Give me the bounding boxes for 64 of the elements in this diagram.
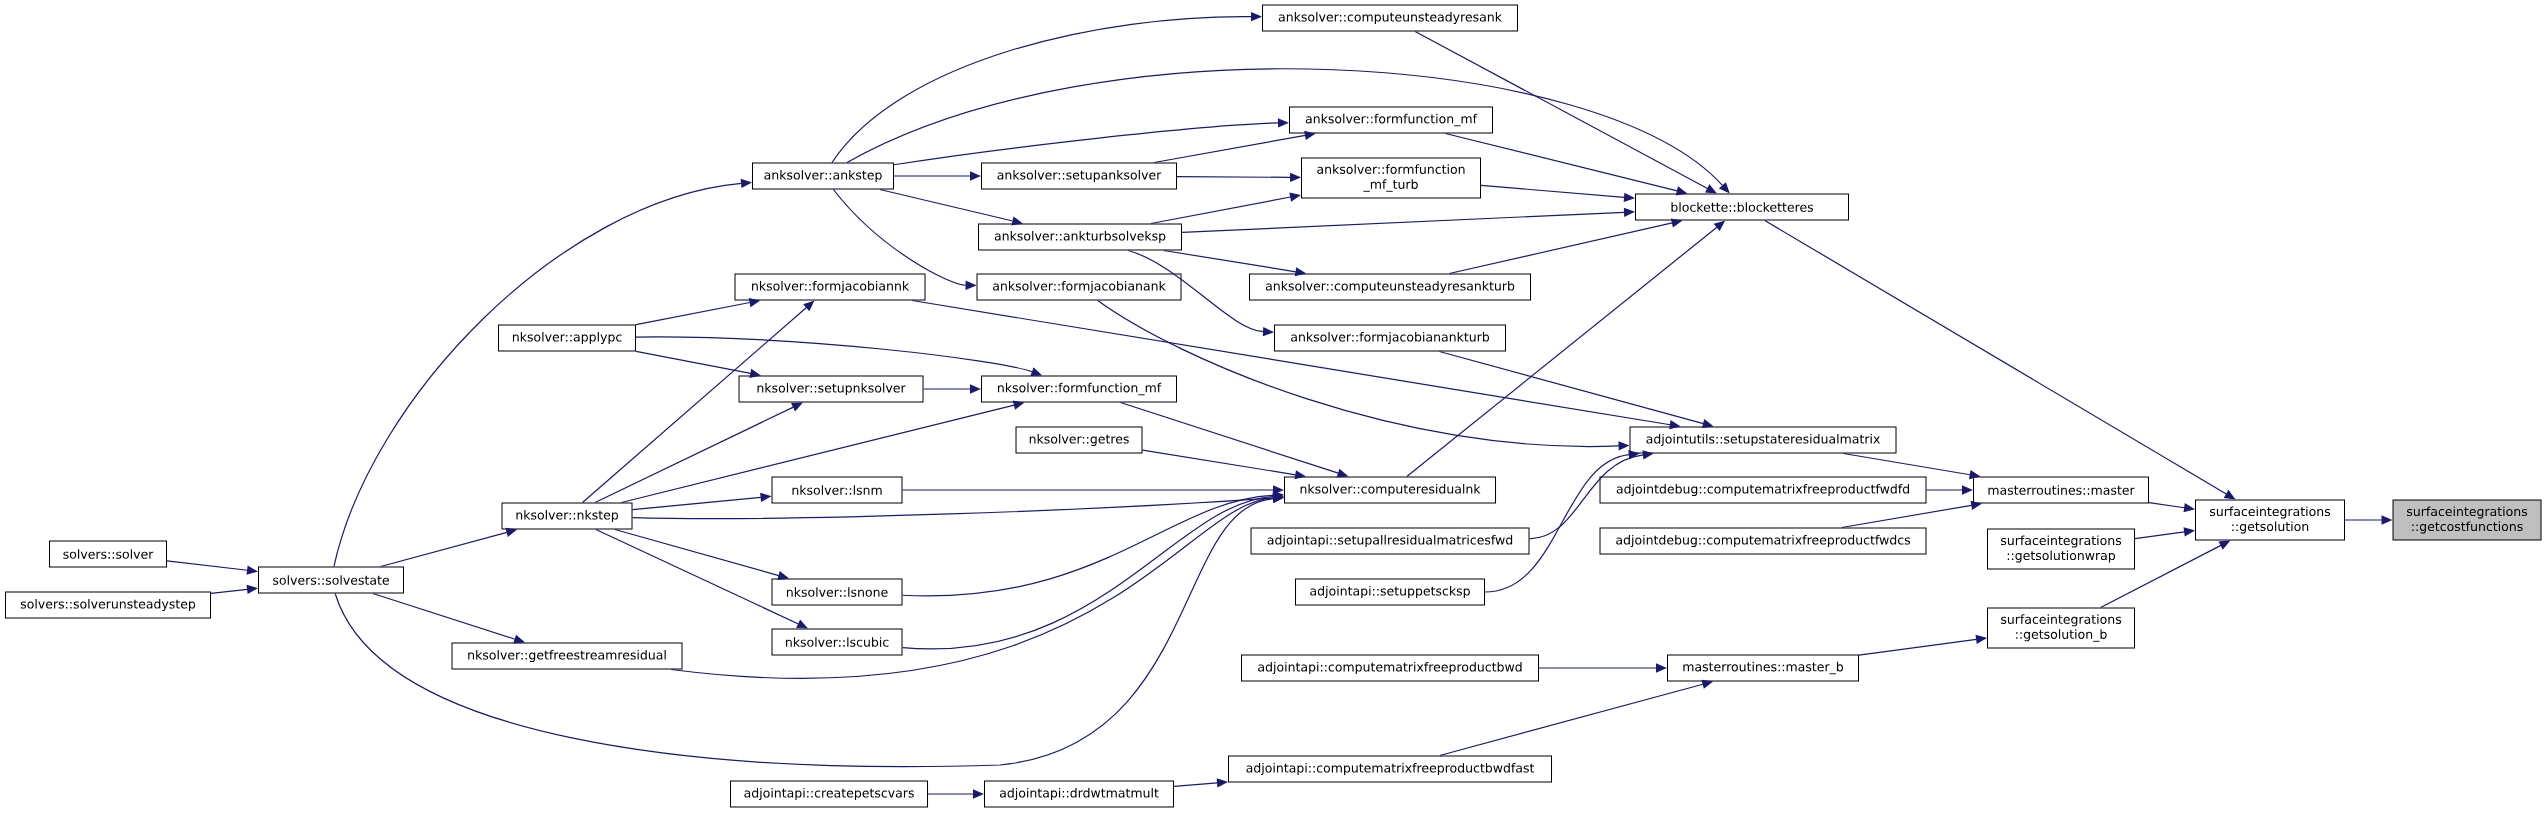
function-box: anksolver::formjacobianankturb — [1274, 324, 1506, 352]
arrow — [901, 491, 1284, 650]
arrow — [1150, 192, 1301, 225]
arrow — [901, 490, 1284, 596]
arrow — [210, 584, 258, 595]
function-box: anksolver::formfunction _mf_turb — [1301, 157, 1481, 199]
function-box: adjointapi::computematrixfreeproductbwdfast — [1228, 755, 1552, 783]
function-box: surfaceintegrations ::getsolution — [2195, 499, 2345, 541]
function-box: nksolver::lscubic — [771, 628, 903, 656]
function-box: nksolver::lsnm — [771, 476, 903, 504]
function-box: nksolver::computeresidualnk — [1284, 476, 1496, 504]
arrow — [1173, 778, 1228, 788]
function-box: anksolver::computeunsteadyresank — [1262, 4, 1518, 32]
function-box: anksolver::computeunsteadyresankturb — [1249, 273, 1531, 301]
function-box: anksolver::ankturbsolveksp — [978, 223, 1182, 251]
arrow — [1858, 634, 1987, 656]
arrow — [1480, 184, 1635, 202]
function-box: anksolver::ankstep — [752, 162, 894, 190]
arrow — [1176, 172, 1301, 182]
arrow — [1414, 30, 1717, 194]
arrow — [1127, 249, 1274, 337]
function-box: adjointapi::setupallresidualmatricesfwd — [1250, 527, 1530, 555]
function-box: surfaceintegrations ::getsolution_b — [1987, 607, 2135, 649]
arrow — [1925, 485, 1973, 495]
function-box: anksolver::setupanksolver — [981, 162, 1177, 190]
function-box: adjointapi::computematrixfreeproductbwd — [1241, 654, 1539, 682]
arrow — [831, 11, 1262, 164]
function-box: nksolver::formjacobiannk — [734, 273, 926, 301]
arrow — [166, 560, 258, 575]
function-box: adjointutils::setupstateresidualmatrix — [1629, 426, 1897, 454]
function-box: nksolver::setupnksolver — [738, 375, 924, 403]
function-box: adjointapi::setuppetscksp — [1295, 578, 1485, 606]
arrow — [2134, 527, 2195, 540]
function-box: blockette::blocketteres — [1635, 193, 1849, 221]
arrow — [2148, 502, 2195, 513]
arrow — [333, 178, 752, 568]
arrow — [901, 485, 1284, 495]
function-box: masterroutines::master — [1973, 476, 2149, 504]
function-box: nksolver::getres — [1015, 426, 1143, 454]
function-box: adjointdebug::computematrixfreeproductfwdcs — [1599, 527, 1927, 555]
arrow — [1181, 207, 1635, 233]
arrow — [922, 384, 981, 394]
function-box: nksolver::getfreestreamresidual — [451, 642, 683, 670]
function-box: anksolver::formjacobianank — [976, 273, 1182, 301]
function-box: adjointapi::drdwtmatmult — [984, 780, 1174, 808]
arrow — [927, 789, 984, 799]
arrow — [594, 402, 803, 504]
function-box: nksolver::lsnone — [771, 578, 903, 606]
arrow — [670, 493, 1284, 679]
function-box: adjointdebug::computematrixfreeproductfwdfd — [1599, 476, 1927, 504]
arrow — [893, 118, 1289, 166]
function-box: adjointapi::createpetscvars — [730, 780, 928, 808]
function-box: anksolver::formfunction_mf — [1289, 106, 1493, 134]
function-box: nksolver::formfunction_mf — [981, 375, 1177, 403]
arrow — [1538, 663, 1667, 673]
function-box: nksolver::nkstep — [501, 502, 633, 530]
function-box: masterroutines::master_b — [1667, 654, 1859, 682]
function-box: solvers::solverunsteadystep — [5, 591, 211, 619]
function-box: surfaceintegrations ::getsolutionwrap — [1987, 528, 2135, 570]
function-box: solvers::solvestate — [258, 566, 404, 594]
function-box: solvers::solver — [49, 540, 167, 568]
arrow — [893, 171, 981, 181]
function-box: surfaceintegrations ::getcostfunctions — [2392, 499, 2542, 541]
function-box: nksolver::applypc — [498, 324, 636, 352]
